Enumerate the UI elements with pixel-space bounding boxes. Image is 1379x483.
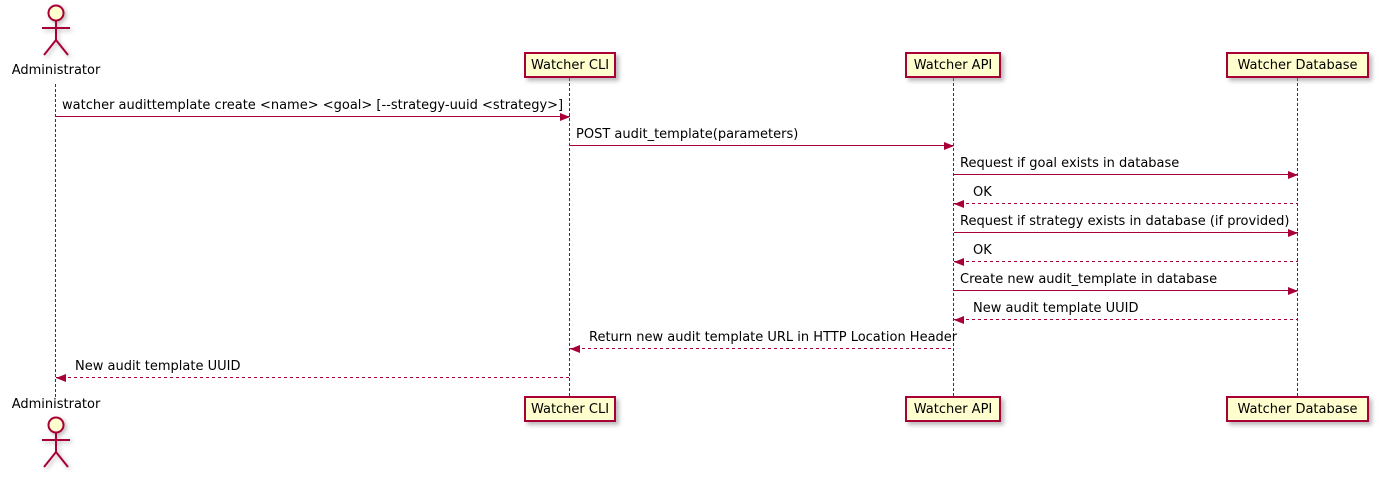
- participant-watcher-api-top: Watcher API: [905, 52, 1001, 78]
- message-9: Return new audit template URL in HTTP Lo…: [570, 330, 958, 353]
- participant-label: Watcher Database: [1237, 57, 1358, 73]
- lifeline-watcher-database: [1297, 78, 1298, 396]
- participant-label: Watcher API: [913, 401, 993, 417]
- arrowhead-left-icon: [954, 258, 964, 266]
- actor-icon: [42, 4, 70, 56]
- actor-icon: [42, 416, 70, 468]
- arrowhead-left-icon: [954, 200, 964, 208]
- message-5: Request if strategy exists in database (…: [954, 214, 1298, 237]
- actor-label: Administrator: [11, 397, 101, 412]
- participant-label: Watcher API: [913, 57, 993, 73]
- message-line: [56, 115, 570, 117]
- message-line: [570, 347, 954, 349]
- participant-watcher-database-bottom: Watcher Database: [1226, 396, 1369, 422]
- message-3: Request if goal exists in database: [954, 156, 1298, 179]
- arrowhead-right-icon: [1288, 171, 1298, 179]
- message-label: Create new audit_template in database: [960, 272, 1218, 287]
- arrowhead-left-icon: [954, 316, 964, 324]
- message-line: [954, 260, 1298, 262]
- message-line: [56, 376, 570, 378]
- lifeline-watcher-cli: [569, 78, 570, 396]
- message-label: New audit template UUID: [973, 301, 1139, 316]
- message-label: POST audit_template(parameters): [576, 127, 799, 142]
- message-4: OK: [954, 185, 1298, 208]
- message-label: Return new audit template URL in HTTP Lo…: [589, 330, 958, 345]
- participant-label: Watcher CLI: [530, 57, 610, 73]
- message-line: [570, 144, 954, 146]
- message-line: [954, 289, 1298, 291]
- message-label: OK: [973, 185, 992, 200]
- participant-label: Watcher Database: [1237, 401, 1358, 417]
- message-label: watcher audittemplate create <name> <goa…: [62, 98, 564, 113]
- arrowhead-right-icon: [1288, 229, 1298, 237]
- arrowhead-right-icon: [944, 142, 954, 150]
- participant-watcher-cli-top: Watcher CLI: [524, 52, 616, 78]
- arrowhead-left-icon: [56, 374, 66, 382]
- message-label: Request if strategy exists in database (…: [960, 214, 1290, 229]
- participant-watcher-cli-bottom: Watcher CLI: [524, 396, 616, 422]
- message-line: [954, 202, 1298, 204]
- participant-watcher-api-bottom: Watcher API: [905, 396, 1001, 422]
- participant-watcher-database-top: Watcher Database: [1226, 52, 1369, 78]
- message-7: Create new audit_template in database: [954, 272, 1298, 295]
- lifeline-watcher-api: [953, 78, 954, 396]
- message-10: New audit template UUID: [56, 359, 570, 382]
- message-label: Request if goal exists in database: [960, 156, 1180, 171]
- message-label: OK: [973, 243, 992, 258]
- actor-label: Administrator: [11, 63, 101, 78]
- message-label: New audit template UUID: [75, 359, 241, 374]
- message-line: [954, 318, 1298, 320]
- message-2: POST audit_template(parameters): [570, 127, 954, 150]
- message-6: OK: [954, 243, 1298, 266]
- arrowhead-right-icon: [560, 113, 570, 121]
- lifeline-administrator: [55, 84, 56, 397]
- message-line: [954, 173, 1298, 175]
- arrowhead-left-icon: [570, 345, 580, 353]
- message-line: [954, 231, 1298, 233]
- message-8: New audit template UUID: [954, 301, 1298, 324]
- arrowhead-right-icon: [1288, 287, 1298, 295]
- participant-label: Watcher CLI: [530, 401, 610, 417]
- actor-administrator-top: Administrator: [0, 3, 116, 78]
- actor-administrator-bottom: Administrator: [0, 397, 116, 475]
- message-1: watcher audittemplate create <name> <goa…: [56, 98, 570, 121]
